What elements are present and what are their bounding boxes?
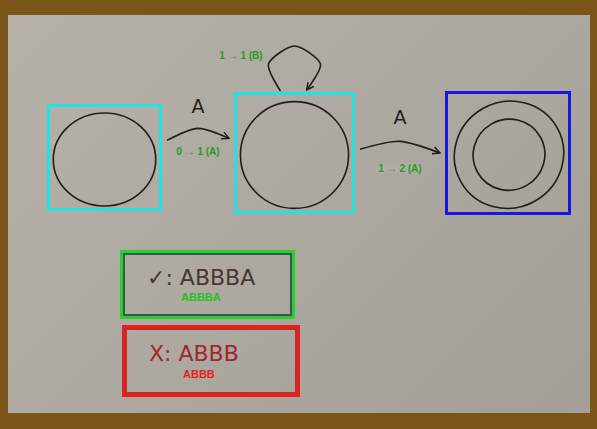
state-ring — [240, 102, 348, 209]
detected-text: ABBB — [183, 368, 215, 381]
handwritten-example: ✓: ABBBA — [147, 265, 255, 291]
state-ring — [53, 113, 155, 206]
self-loop-arrow — [268, 46, 320, 91]
example-box: X: ABBBABBB — [122, 325, 300, 397]
state-box — [234, 92, 355, 214]
state-box — [47, 104, 162, 211]
state-circle — [50, 107, 159, 208]
transition-symbol: A — [394, 106, 407, 128]
example-box: ✓: ABBBAABBBA — [120, 250, 295, 319]
transition-annotation: 0 → 1 (A) — [174, 146, 221, 157]
state-circle — [237, 95, 352, 211]
state-box — [445, 91, 571, 215]
transition-arrow — [360, 141, 440, 153]
transition-annotation: 1 → 1 (B) — [217, 50, 264, 61]
transition-annotation: 1 → 2 (A) — [376, 163, 423, 174]
state-circle — [448, 94, 568, 212]
handwritten-example: X: ABBB — [149, 341, 239, 367]
transition-arrow — [167, 128, 229, 140]
transition-symbol: A — [192, 95, 205, 117]
state-ring — [460, 106, 558, 203]
detected-text: ABBBA — [181, 291, 221, 304]
state-ring — [448, 94, 568, 212]
